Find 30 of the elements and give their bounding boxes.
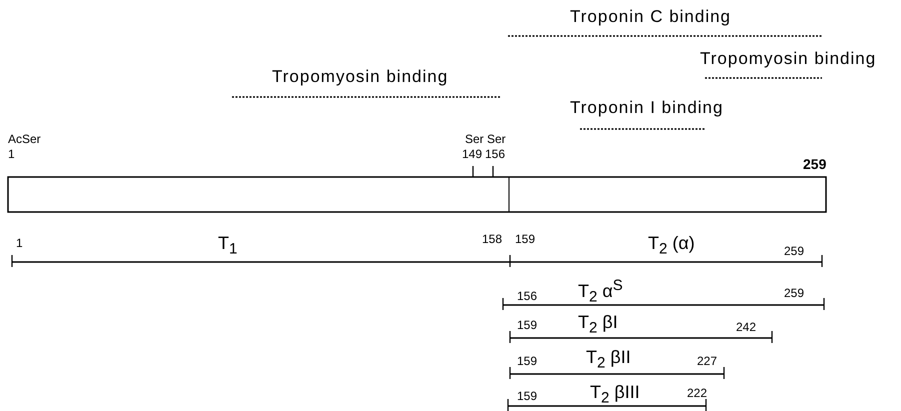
residue-label: AcSer xyxy=(8,133,41,145)
fragment-label: T$_{2}$ α$^{S}$ xyxy=(578,278,623,305)
position-number: 1 xyxy=(16,237,23,249)
residue-label: Ser xyxy=(465,133,484,145)
position-number: 159 xyxy=(517,355,538,367)
fragment-label: T$_{2}$ βIII xyxy=(590,383,640,406)
position-number: 222 xyxy=(687,387,708,399)
fragment-label: T$_{2}$ βI xyxy=(578,313,618,336)
position-number: 156 xyxy=(485,148,506,160)
fragment-label: T$_{2}$ βII xyxy=(586,348,631,371)
position-number: 242 xyxy=(736,321,756,333)
fragment-label: T$_{1}$ xyxy=(218,234,238,257)
heading: Troponin C binding xyxy=(570,8,732,25)
fragment-label: T$_{2}$ (α) xyxy=(648,234,695,257)
position-number: 159 xyxy=(517,390,538,402)
heading: Tropomyosin binding xyxy=(700,50,876,67)
position-number: 259 xyxy=(803,157,826,171)
position-number: 259 xyxy=(784,287,804,299)
position-number: 1 xyxy=(8,148,15,160)
position-number: 156 xyxy=(517,290,538,302)
position-number: 159 xyxy=(517,319,538,331)
heading: Tropomyosin binding xyxy=(272,68,448,85)
residue-label: Ser xyxy=(487,133,506,145)
position-number: 227 xyxy=(697,355,718,367)
position-number: 159 xyxy=(515,233,536,245)
heading: Troponin I binding xyxy=(570,99,724,116)
position-number: 158 xyxy=(482,233,502,245)
position-number: 259 xyxy=(784,245,804,257)
position-number: 149 xyxy=(462,148,482,160)
protein-bar xyxy=(7,176,827,213)
